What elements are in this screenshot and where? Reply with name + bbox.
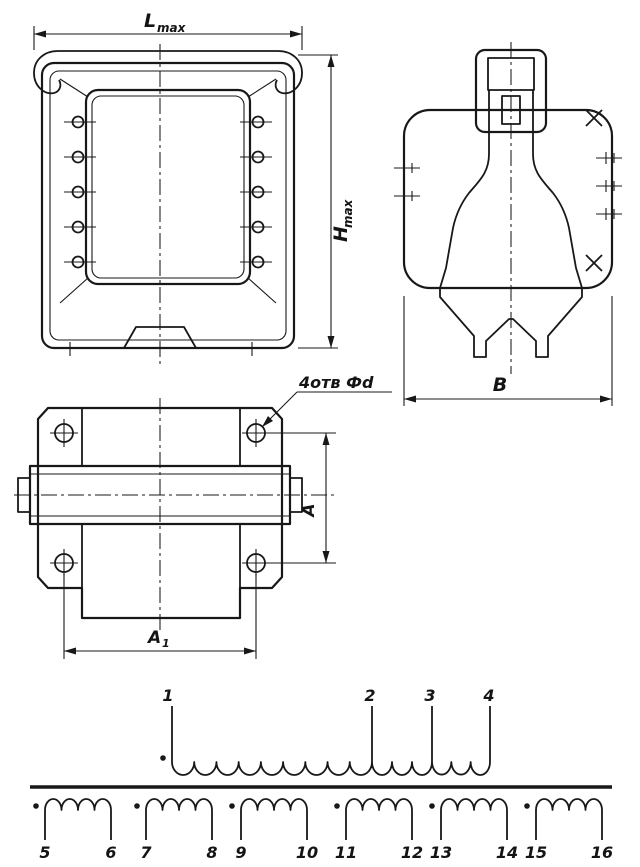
- lmax-label: L: [144, 10, 156, 32]
- terminal-label: 16: [591, 843, 613, 862]
- dim-b: В: [403, 296, 613, 406]
- dim-a1: A 1: [63, 574, 257, 659]
- phase-dot: [429, 803, 435, 809]
- leader-line: [261, 391, 298, 428]
- secondary-winding: [345, 798, 413, 840]
- bracket-outline: [36, 406, 284, 620]
- corner-tab-line: [59, 277, 89, 304]
- terminal-label: 14: [496, 843, 518, 862]
- a1-label-sub: 1: [162, 637, 170, 650]
- terminal-pin: [71, 150, 85, 164]
- terminal-label: 3: [424, 686, 435, 705]
- front-view: L max H max: [33, 10, 355, 364]
- terminal-label: 10: [296, 843, 318, 862]
- hmax-label-sub: max: [341, 198, 355, 228]
- phase-dot: [229, 803, 235, 809]
- phase-dot: [160, 755, 166, 761]
- dim-lmax: L max: [33, 10, 303, 50]
- terminal-pin: [251, 185, 265, 199]
- mounting-hole: [50, 419, 78, 447]
- terminal-label: 5: [39, 843, 50, 862]
- mounting-hole: [50, 549, 78, 577]
- shell-side-outline: [402, 108, 614, 290]
- mounting-hole: [242, 549, 270, 577]
- cross-mark: [585, 254, 603, 272]
- pin-mark: [394, 190, 420, 202]
- terminal-label: 8: [206, 843, 217, 862]
- terminal-pin: [251, 115, 265, 129]
- phase-dot: [134, 803, 140, 809]
- cross-mark: [585, 109, 603, 127]
- plan-view: 4отв Фd A A 1: [14, 373, 392, 659]
- secondary-winding: [44, 798, 112, 840]
- primary-winding: [171, 761, 491, 776]
- side-view: В: [394, 42, 622, 406]
- a-label: A: [299, 503, 319, 518]
- pin-mark: [596, 208, 622, 220]
- a1-label: A: [146, 628, 161, 648]
- terminal-label: 2: [364, 686, 375, 705]
- secondary-winding: [535, 798, 603, 840]
- secondary-winding: [145, 798, 213, 840]
- holes-note-label: 4отв Фd: [298, 373, 374, 392]
- terminal-pin: [251, 220, 265, 234]
- coil-inner-line: [91, 95, 245, 279]
- shell-outline: [40, 61, 296, 350]
- terminal-pins-left: [64, 115, 96, 269]
- terminal-label: 9: [235, 843, 246, 862]
- dim-hmax: H max: [298, 54, 355, 349]
- secondary-winding: [240, 798, 308, 840]
- b-label: В: [493, 374, 507, 396]
- coil-outline: [84, 88, 252, 286]
- dim-a: A: [268, 432, 336, 564]
- mounting-strap-right-curl: [274, 50, 303, 95]
- mounting-hole: [242, 419, 270, 447]
- terminal-label: 12: [401, 843, 423, 862]
- core-bell-right: [532, 90, 583, 289]
- terminal-label: 6: [105, 843, 116, 862]
- secondary-winding: [440, 798, 508, 840]
- terminal-label: 11: [335, 843, 357, 862]
- phase-dot: [334, 803, 340, 809]
- pin-mark: [596, 152, 622, 164]
- terminal-label: 13: [430, 843, 452, 862]
- terminal-pin: [251, 255, 265, 269]
- phase-dot: [524, 803, 530, 809]
- corner-tab-line: [59, 78, 89, 98]
- terminal-label: 4: [482, 686, 494, 705]
- terminal-label: 1: [162, 686, 173, 705]
- winding-schematic: 1 2 3 4 5 6 7 8 9 10 11 12 13 14 15 16: [30, 686, 613, 862]
- shell-inner-line: [49, 70, 287, 341]
- hmax-label: H: [330, 226, 352, 242]
- mounting-strap-left-curl: [33, 50, 62, 95]
- terminal-pin: [71, 255, 85, 269]
- terminal-pin: [251, 150, 265, 164]
- terminal-label: 7: [140, 843, 152, 862]
- core-bell-left: [439, 90, 490, 289]
- terminal-pins-right: [240, 115, 272, 269]
- terminal-pin: [71, 220, 85, 234]
- pin-mark: [394, 162, 420, 174]
- pin-mark: [596, 180, 622, 192]
- corner-tab-line: [247, 277, 277, 304]
- terminal-pin: [71, 115, 85, 129]
- lmax-label-sub: max: [157, 21, 187, 35]
- holes-note: 4отв Фd: [261, 373, 392, 428]
- terminal-pin: [71, 185, 85, 199]
- terminal-label: 15: [525, 843, 547, 862]
- phase-dot: [33, 803, 39, 809]
- corner-tab-line: [247, 78, 277, 98]
